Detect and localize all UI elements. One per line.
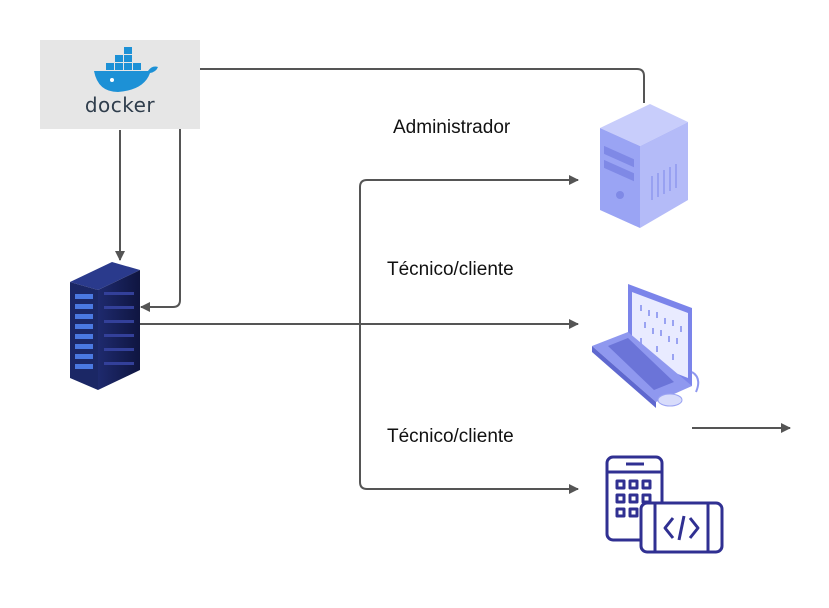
tech-client-label-2: Técnico/cliente <box>387 426 514 447</box>
desktop-tower-icon <box>600 104 688 228</box>
docker-logo-text: docker <box>84 93 156 117</box>
docker-logo-box: docker <box>40 40 200 129</box>
tech-client-label-1: Técnico/cliente <box>387 259 514 280</box>
server-rack-icon <box>70 262 140 390</box>
branch-to-desktop-connector <box>359 175 579 324</box>
mobile-tablet-code-icon <box>605 455 724 554</box>
admin-label: Administrador <box>393 117 511 138</box>
branch-to-mobile-connector <box>359 324 579 494</box>
laptop-icon <box>592 284 700 408</box>
docker-whale-icon <box>94 47 158 92</box>
